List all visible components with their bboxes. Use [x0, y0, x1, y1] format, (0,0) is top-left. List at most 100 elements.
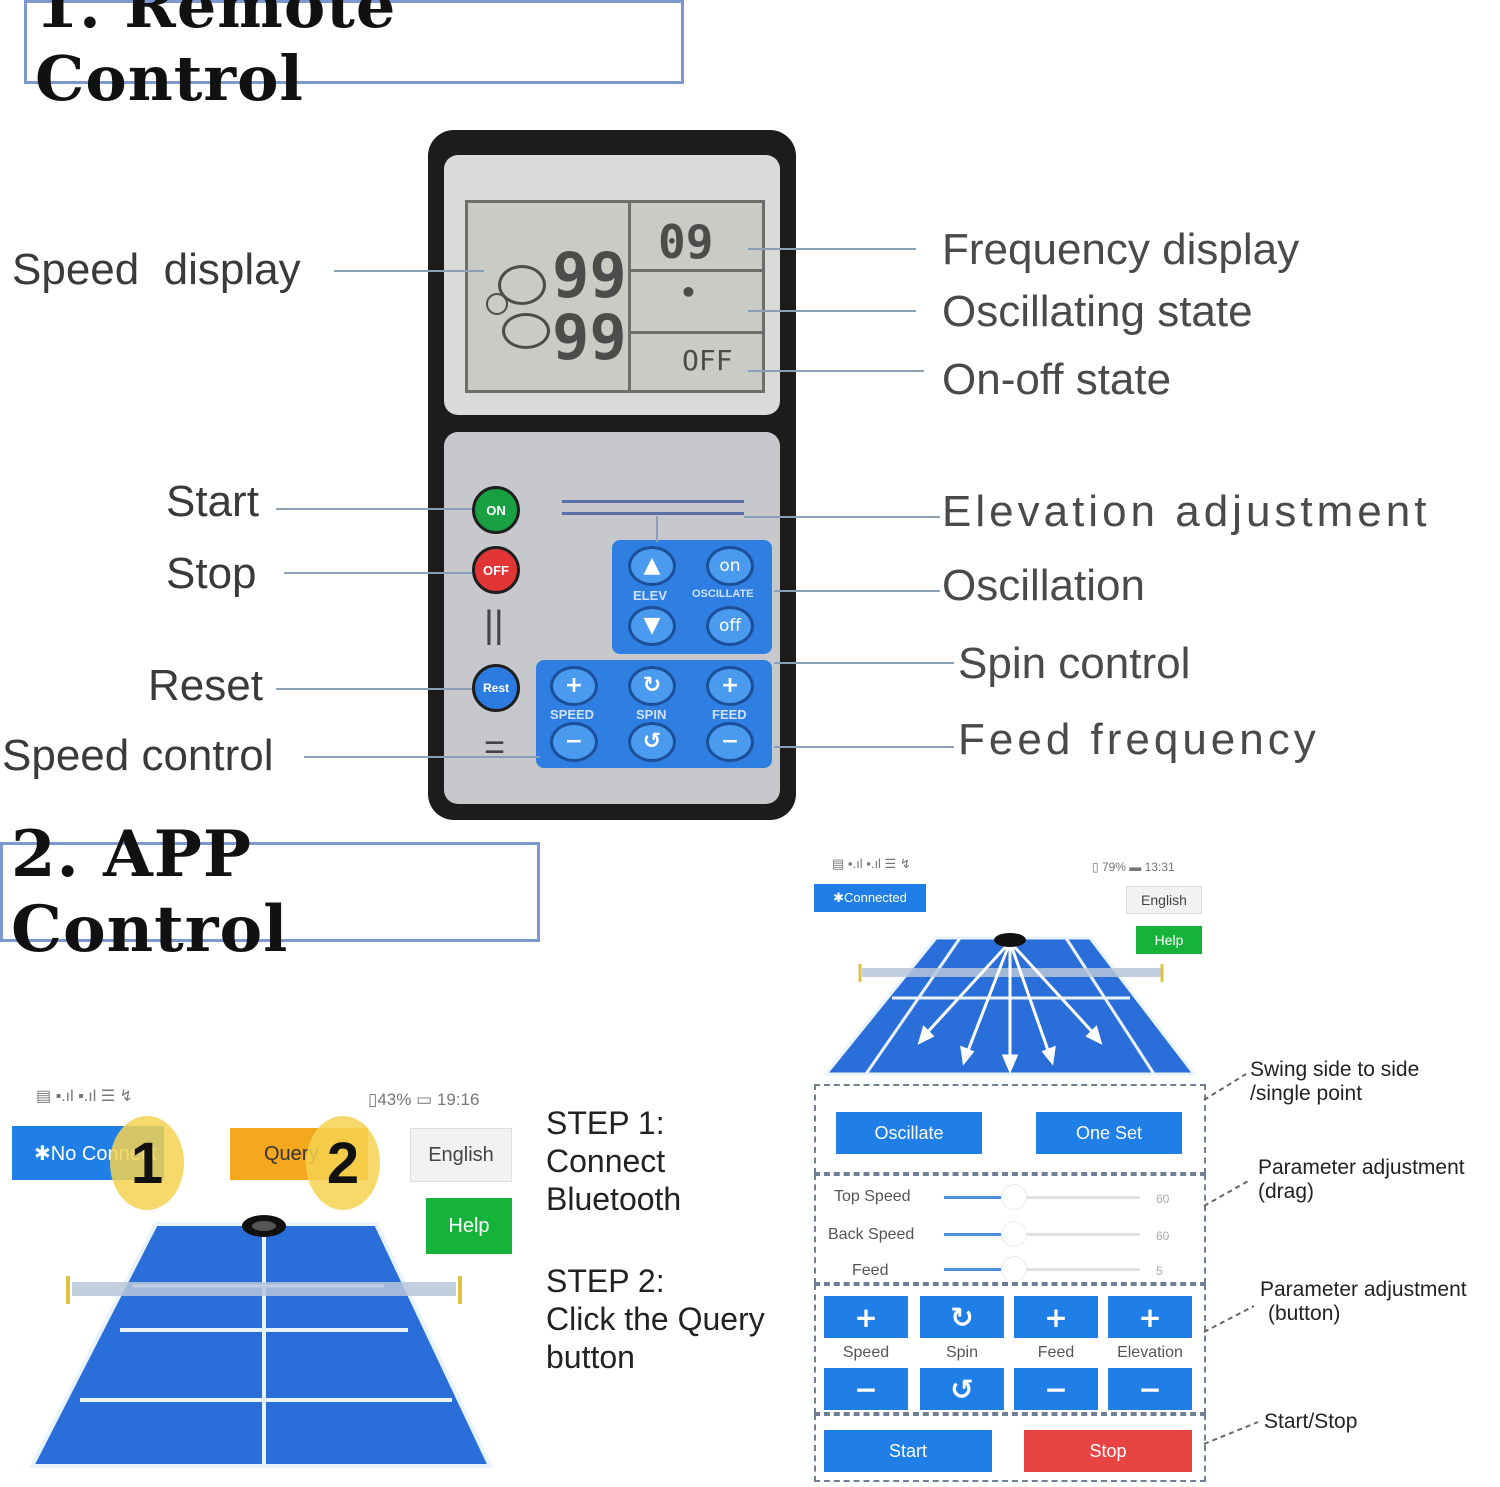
line-speed-display [334, 270, 484, 272]
slider-feed-value: 5 [1156, 1264, 1163, 1278]
oscillate-button[interactable]: Oscillate [836, 1112, 982, 1154]
phone1-court [28, 1215, 494, 1468]
osc-on-button[interactable]: on [706, 546, 754, 586]
slider-top-speed-value: 60 [1156, 1192, 1170, 1206]
app-stop-button[interactable]: Stop [1024, 1430, 1192, 1472]
oneset-button[interactable]: One Set [1036, 1112, 1182, 1154]
slider-top-speed[interactable] [944, 1184, 1140, 1210]
label-stop: Stop [166, 549, 257, 598]
app-speed-label: Speed [842, 1344, 890, 1361]
speed-plus-button[interactable]: + [550, 666, 598, 706]
remote-reset-button[interactable]: Rest [472, 664, 520, 712]
plus-icon: + [720, 673, 740, 698]
label-onoff-state: On-off state [942, 355, 1172, 404]
phone2-help-button[interactable]: Help [1136, 926, 1202, 954]
speed-minus-button[interactable]: − [550, 722, 598, 762]
spin-top-icon: ↻ [950, 1300, 974, 1334]
elevation-line-top [562, 500, 744, 503]
osc-off-button[interactable]: off [706, 606, 754, 646]
remote-reset-label: Rest [482, 681, 509, 695]
note-swing: Swing side to side /single point [1250, 1058, 1419, 1106]
callout-connectors [1203, 1073, 1259, 1445]
phone2-connected-button[interactable]: ✱Connected [814, 884, 926, 912]
minus-icon: − [720, 729, 740, 754]
phone2-english-button[interactable]: English [1126, 886, 1202, 914]
slider-back-speed-knob[interactable] [1001, 1221, 1027, 1247]
dash-startstop-box [814, 1414, 1206, 1482]
spin-back-icon: ↺ [642, 729, 662, 754]
phone1-status-right: ▯43% ▭ 19:16 [368, 1090, 480, 1109]
equals-symbol: = [484, 726, 506, 767]
app-feed-minus-button[interactable]: − [1014, 1368, 1098, 1410]
label-oscillation: Oscillation [942, 561, 1145, 610]
app-speed-minus-button[interactable]: − [824, 1368, 908, 1410]
line-elevation [744, 516, 940, 518]
slider-top-speed-label: Top Speed [834, 1188, 911, 1205]
label-feed-frequency: Feed frequency [958, 715, 1320, 764]
app-stop-label: Stop [1089, 1440, 1127, 1461]
app-spin-back-button[interactable]: ↺ [920, 1368, 1004, 1410]
label-oscillating-state: Oscillating state [942, 287, 1253, 336]
section-title-app: 2. APP Control [0, 817, 540, 967]
line-start [276, 508, 472, 510]
slider-back-speed-label: Back Speed [828, 1226, 915, 1243]
app-spin-top-button[interactable]: ↻ [920, 1296, 1004, 1338]
line-oscillation [774, 590, 940, 592]
app-elev-minus-button[interactable]: − [1108, 1368, 1192, 1410]
elev-up-icon: ▲ [643, 553, 661, 578]
feed-plus-button[interactable]: + [706, 666, 754, 706]
app-feed-label: Feed [1037, 1344, 1075, 1361]
line-onoff [748, 370, 924, 372]
oscillate-label: Oscillate [874, 1122, 944, 1143]
lcd-back-speed: 99 [552, 301, 627, 374]
line-speed-control [304, 756, 540, 758]
app-start-button[interactable]: Start [824, 1430, 992, 1472]
plus-icon: + [564, 673, 584, 698]
elev-down-button[interactable]: ▼ [628, 606, 676, 646]
slider-feed-label: Feed [852, 1262, 889, 1279]
spin-top-button[interactable]: ↻ [628, 666, 676, 706]
osc-on-label: on [719, 555, 741, 576]
step2-line2: Click the Query [546, 1301, 765, 1337]
step1-text: STEP 1: Connect Bluetooth [546, 1104, 681, 1218]
minus-icon: − [854, 1372, 878, 1406]
label-spin-control: Spin control [958, 639, 1191, 688]
lcd-onoff: OFF [682, 344, 733, 377]
section-title-remote: 1. Remote Control [24, 0, 684, 115]
spin-back-icon: ↺ [950, 1372, 974, 1406]
slider-feed[interactable] [944, 1256, 1140, 1282]
step1-line1: STEP 1: [546, 1105, 665, 1141]
phone2-english-label: English [1141, 892, 1187, 908]
app-feed-plus-button[interactable]: + [1014, 1296, 1098, 1338]
remote-off-button[interactable]: OFF [472, 546, 520, 594]
label-speed-control: Speed control [2, 731, 274, 780]
step1-line3: Bluetooth [546, 1181, 682, 1217]
line-spin [774, 662, 954, 664]
slider-back-speed-fill [944, 1233, 1014, 1236]
slider-feed-knob[interactable] [1001, 1256, 1027, 1282]
phone2-court [822, 933, 1198, 1076]
note-param-drag-line1: Parameter adjustment [1258, 1156, 1465, 1179]
remote-on-button[interactable]: ON [472, 486, 520, 534]
elev-up-button[interactable]: ▲ [628, 546, 676, 586]
dash-mode-box [814, 1084, 1206, 1174]
note-param-button-line1: Parameter adjustment [1260, 1278, 1467, 1301]
app-speed-plus-button[interactable]: + [824, 1296, 908, 1338]
slider-back-speed[interactable] [944, 1221, 1140, 1247]
step-marker-1: 1 [110, 1116, 184, 1210]
plus-icon: + [1044, 1300, 1068, 1334]
phone1-english-button[interactable]: English [410, 1128, 512, 1182]
note-param-button-line2: (button) [1268, 1302, 1341, 1325]
minus-icon: − [1044, 1372, 1068, 1406]
minus-icon: − [1138, 1372, 1162, 1406]
app-elev-plus-button[interactable]: + [1108, 1296, 1192, 1338]
phone1-help-button[interactable]: Help [426, 1198, 512, 1254]
phone2-help-label: Help [1154, 932, 1184, 948]
lcd-screen: 99 99 09 • OFF [465, 200, 765, 393]
phone1-query-label: Query [264, 1142, 319, 1165]
oneset-label: One Set [1075, 1122, 1143, 1143]
spin-back-button[interactable]: ↺ [628, 722, 676, 762]
feed-minus-button[interactable]: − [706, 722, 754, 762]
line-elevation-stub [656, 516, 658, 542]
slider-top-speed-knob[interactable] [1001, 1184, 1027, 1210]
